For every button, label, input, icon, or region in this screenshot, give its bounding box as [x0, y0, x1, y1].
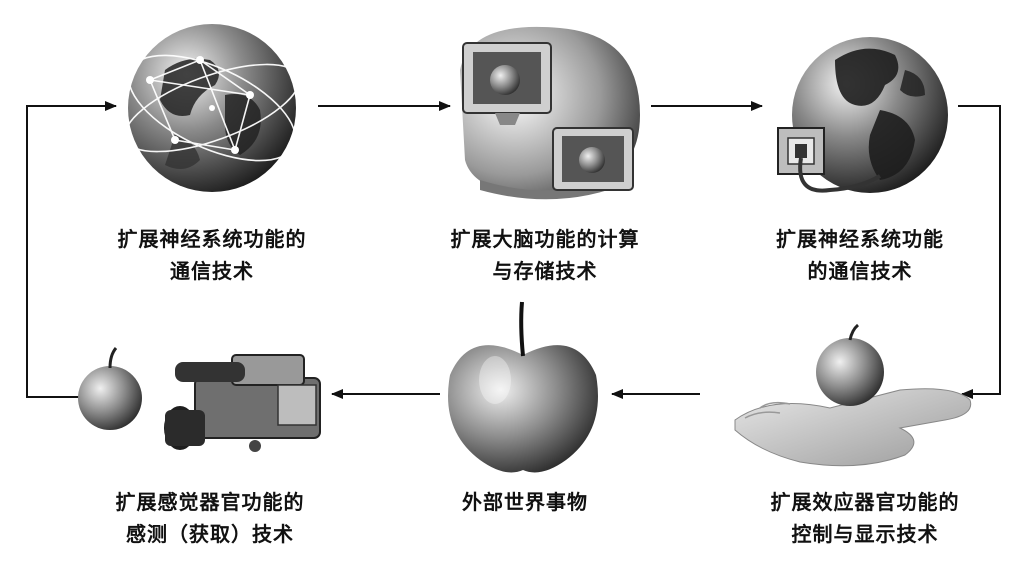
caption-line: 控制与显示技术 — [791, 522, 939, 546]
caption-line: 扩展效应器官功能的 — [770, 490, 960, 514]
arrow-sense-to-comm1 — [26, 101, 117, 398]
caption-line: 扩展大脑功能的计算 — [450, 227, 640, 251]
caption-line: 外部世界事物 — [462, 490, 588, 514]
caption-line: 扩展神经系统功能 — [776, 227, 944, 251]
caption-line: 扩展神经系统功能的 — [117, 227, 307, 251]
caption-compute: 扩展大脑功能的计算 与存储技术 — [405, 223, 685, 287]
globe-network-icon — [124, 24, 300, 192]
caption-comm-1: 扩展神经系统功能的 通信技术 — [72, 223, 352, 287]
computer-monitors-icon — [460, 26, 640, 200]
caption-control: 扩展效应器官功能的 控制与显示技术 — [730, 486, 1000, 550]
camcorder-apple-icon — [78, 347, 321, 452]
caption-sense: 扩展感觉器官功能的 感测（获取）技术 — [70, 486, 350, 550]
caption-line: 扩展感觉器官功能的 — [115, 490, 305, 514]
hand-holding-apple-icon — [734, 323, 972, 467]
caption-line: 通信技术 — [170, 259, 254, 283]
caption-world: 外部世界事物 — [410, 486, 640, 518]
apple-icon — [448, 301, 598, 473]
arrow-comm2-to-control — [958, 105, 1001, 399]
caption-line: 感测（获取）技术 — [126, 522, 294, 546]
caption-line: 的通信技术 — [807, 259, 913, 283]
caption-comm-2: 扩展神经系统功能 的通信技术 — [725, 223, 995, 287]
caption-line: 与存储技术 — [492, 259, 598, 283]
globe-plug-icon — [777, 37, 948, 193]
